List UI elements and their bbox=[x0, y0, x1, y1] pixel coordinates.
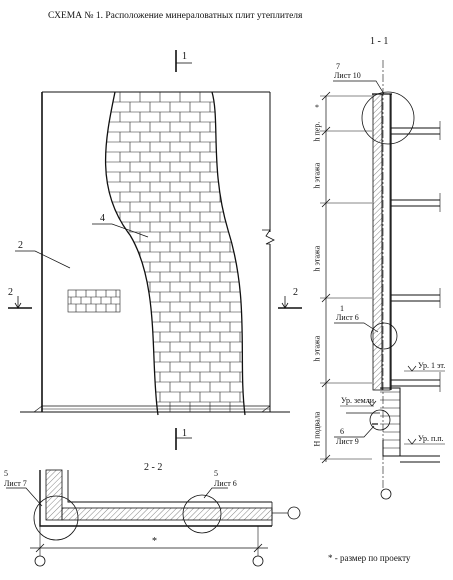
callout-circle-5-right bbox=[182, 494, 222, 534]
leader-2 bbox=[15, 250, 71, 269]
plan-insulation-vertical bbox=[45, 469, 63, 521]
plinth-hatch-b bbox=[261, 405, 271, 413]
callout-1: 1 bbox=[340, 304, 344, 313]
axis-bubble-right bbox=[287, 506, 301, 520]
section-2-2-title: 2 - 2 bbox=[144, 462, 163, 473]
cut-2-right-label: 2 bbox=[293, 287, 298, 298]
level-mark-basement bbox=[407, 438, 417, 445]
sheet-9-label: Лист 9 bbox=[336, 437, 359, 446]
callout-circle-5-left bbox=[33, 495, 79, 541]
callout-circle-6 bbox=[369, 409, 391, 431]
axis-bubble-bottom-right bbox=[252, 555, 264, 567]
plinth-hatch-a bbox=[33, 405, 43, 413]
cut-1-top bbox=[175, 50, 192, 72]
cut-2-left bbox=[8, 296, 32, 309]
dim-h-basement: Н подвала bbox=[312, 411, 322, 447]
brick-patch bbox=[67, 289, 121, 313]
callout-2: 2 bbox=[18, 240, 23, 251]
footnote: * - размер по проекту bbox=[328, 553, 411, 563]
callout-7: 7 bbox=[336, 62, 340, 71]
cut-2-right bbox=[278, 296, 302, 309]
plan-insulation-horizontal bbox=[61, 507, 273, 521]
callout-circle-1 bbox=[370, 322, 398, 350]
sheet-6-right-label: Лист 6 bbox=[214, 479, 237, 488]
sheet-10-label: Лист 10 bbox=[334, 71, 361, 80]
dim-h-floor-2: h этажа bbox=[312, 245, 322, 272]
section-1-1 bbox=[320, 60, 445, 500]
dim-h-floor-3: h этажа bbox=[312, 335, 322, 362]
level-mark-ground bbox=[367, 400, 377, 407]
axis-bubble-bottom-left bbox=[34, 555, 46, 567]
section-1-1-title: 1 - 1 bbox=[370, 36, 389, 47]
cut-1-top-label: 1 bbox=[182, 51, 187, 62]
level-basement-label: Ур. п.п. bbox=[418, 434, 444, 443]
section-2-2-plan bbox=[6, 469, 301, 567]
leader-4 bbox=[92, 223, 149, 238]
level-mark-first-floor bbox=[407, 365, 417, 372]
callout-5-right: 5 bbox=[214, 469, 218, 478]
callout-circle-7 bbox=[361, 91, 415, 145]
dim-h-per: h пер. bbox=[312, 121, 322, 142]
level-first-floor-label: Ур. 1 эт. bbox=[418, 361, 446, 370]
dim-star-mark: * bbox=[315, 103, 319, 112]
cutaway-left-boundary bbox=[104, 91, 159, 416]
level-ground-label: Ур. земли bbox=[341, 396, 375, 405]
callout-6: 6 bbox=[340, 427, 344, 436]
cut-1-bottom bbox=[175, 428, 192, 450]
cut-1-bottom-label: 1 bbox=[182, 428, 187, 439]
sheet-6-label: Лист 6 bbox=[336, 313, 359, 322]
sheet-7-label: Лист 7 bbox=[4, 479, 27, 488]
dimension-star: * bbox=[152, 536, 157, 547]
dim-h-floor-1: h этажа bbox=[312, 162, 322, 189]
callout-5-left: 5 bbox=[4, 469, 8, 478]
axis-bubble-1-1 bbox=[380, 488, 392, 500]
cut-2-left-label: 2 bbox=[8, 287, 13, 298]
wall-insulation-layer bbox=[372, 93, 383, 391]
brick-cutaway bbox=[105, 92, 246, 412]
cutaway-right-boundary bbox=[211, 91, 246, 416]
callout-4: 4 bbox=[100, 213, 105, 224]
break-mark bbox=[262, 229, 275, 245]
page-title: СХЕМА № 1. Расположение минераловатных п… bbox=[48, 11, 303, 21]
